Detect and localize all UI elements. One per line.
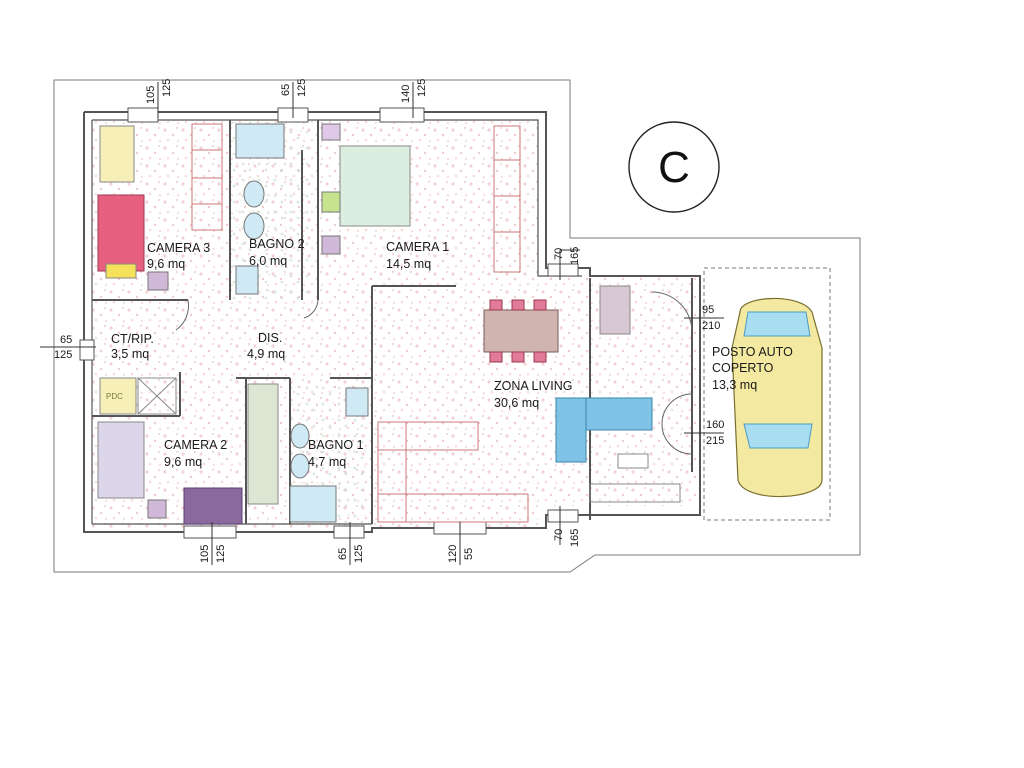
room-name-posto-auto-2: COPERTO [712,361,774,375]
dim-bottom-1-a: 105 [199,545,211,563]
dimension-labels: 105 125 65 125 140 125 65 125 70 165 95 … [54,79,724,563]
dim-top-3-b: 125 [416,79,428,97]
bagno2-fixtures [235,123,285,295]
dimension-lines [40,82,724,565]
room-name-camera1: CAMERA 1 [386,240,449,254]
living-furniture [377,285,681,523]
dim-door-2-a: 160 [706,419,724,431]
dim-top-1-a: 105 [145,86,157,104]
plan-label: C [658,143,690,192]
room-name-camera3: CAMERA 3 [147,241,210,255]
room-area-bagno1: 4,7 mq [308,455,346,469]
camera3-furniture [97,123,223,291]
dim-door-1-a: 95 [702,304,714,316]
ctrip-equipment: PDC [99,377,177,415]
dim-bottom-1-b: 125 [215,545,227,563]
pdc-label: PDC [106,392,123,401]
room-name-bagno1: BAGNO 1 [308,438,364,452]
dim-bottom-4-a: 70 [553,529,565,541]
dim-bottom-3-a: 120 [447,545,459,563]
dim-mid-1-a: 70 [553,248,565,260]
dim-top-2-b: 125 [296,79,308,97]
walls [83,111,701,533]
dim-door-2-b: 215 [706,435,724,447]
room-name-ctrip: CT/RIP. [111,332,154,346]
dim-mid-1-b: 165 [569,247,581,265]
dim-left-1-b: 125 [54,349,72,361]
dim-left-1-a: 65 [60,334,72,346]
room-area-ctrip: 3,5 mq [111,347,149,361]
room-name-posto-auto-1: POSTO AUTO [712,345,793,359]
room-area-zona-living: 30,6 mq [494,396,539,410]
dim-door-1-b: 210 [702,320,720,332]
plan-badge: C [628,121,720,213]
bagno1-fixtures [289,387,369,523]
room-area-camera1: 14,5 mq [386,257,431,271]
site-boundary [53,79,861,573]
carport-outline [703,267,831,521]
doors [175,291,693,455]
dim-top-3-a: 140 [400,85,412,103]
dim-bottom-3-b: 55 [463,548,475,560]
dim-bottom-4-b: 165 [569,529,581,547]
room-name-dis: DIS. [258,331,282,345]
room-name-zona-living: ZONA LIVING [494,379,573,393]
camera2-furniture [97,383,279,525]
room-name-bagno2: BAGNO 2 [249,237,305,251]
room-area-bagno2: 6,0 mq [249,254,287,268]
dim-bottom-2-b: 125 [353,545,365,563]
dim-top-1-b: 125 [161,79,173,97]
room-area-camera2: 9,6 mq [164,455,202,469]
camera1-furniture [321,123,521,273]
room-labels: CAMERA 3 9,6 mq BAGNO 2 6,0 mq CAMERA 1 … [111,237,793,469]
room-area-posto-auto: 13,3 mq [712,378,757,392]
dim-top-2-a: 65 [280,84,292,96]
room-area-camera3: 9,6 mq [147,257,185,271]
room-area-dis: 4,9 mq [247,347,285,361]
room-name-camera2: CAMERA 2 [164,438,227,452]
dim-bottom-2-a: 65 [337,548,349,560]
car [731,297,823,498]
